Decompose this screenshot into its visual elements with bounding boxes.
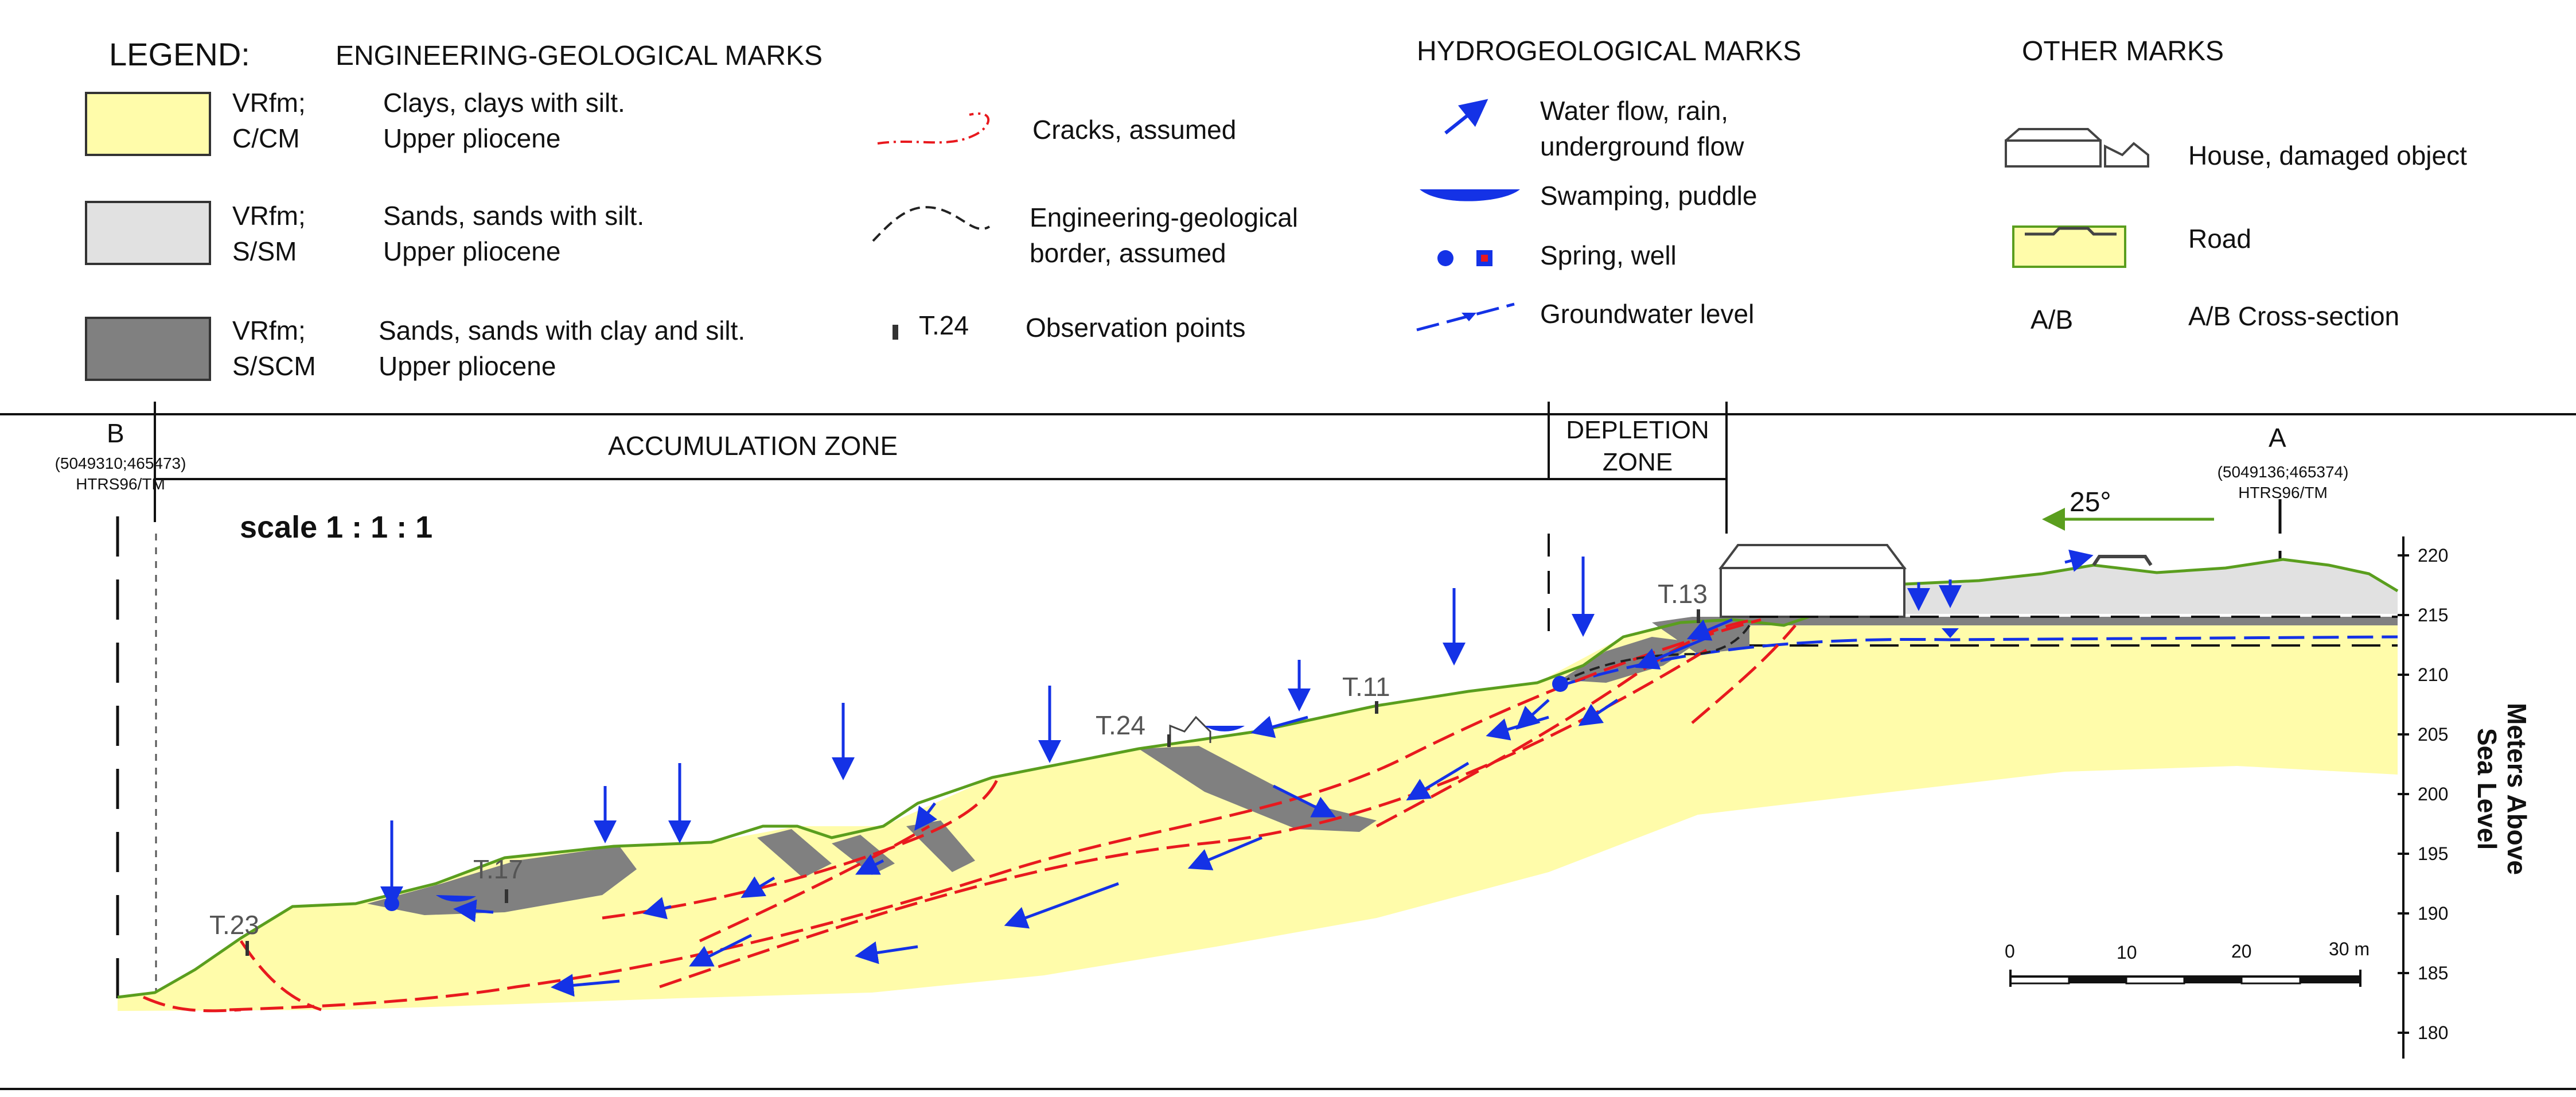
elev-tick-210: 210: [2418, 664, 2449, 685]
elev-tick-180: 180: [2418, 1022, 2449, 1043]
spring-marker-1: [384, 896, 399, 911]
section-a-coords: (5049136;465374)HTRS96/TM: [2217, 463, 2349, 501]
point-label-t24: T.24: [1096, 710, 1145, 740]
swatch-sand-silt: [85, 201, 211, 265]
swatch-clay: [85, 92, 211, 156]
legend-border-symbol: [872, 206, 991, 242]
house-top: [1718, 544, 1907, 618]
legend-crack-symbol: [877, 112, 990, 145]
legend-title: LEGEND:: [109, 36, 250, 72]
scale-label: scale 1 : 1 : 1: [240, 510, 433, 544]
obs-symbol-label: T.24: [919, 310, 969, 340]
swatch-sand-clay-silt: [85, 317, 211, 381]
road-top: [2092, 555, 2153, 566]
cracks-label: Cracks, assumed: [1032, 115, 1237, 145]
ground-surface: [117, 558, 2399, 999]
other-heading: OTHER MARKS: [2022, 36, 2224, 67]
legend-road-symbol: [2012, 225, 2126, 268]
elev-tick-200: 200: [2418, 784, 2449, 804]
dark-sand-lens-1: [367, 846, 637, 915]
unit-code-sand-silt: VRfm;S/SM: [232, 201, 306, 266]
sand-silt-layer: [1904, 559, 2398, 614]
unit-desc-clay: Clays, clays with silt.Upper pliocene: [383, 88, 625, 153]
house-label: House, damaged object: [2188, 141, 2467, 170]
point-label-t23: T.23: [209, 910, 259, 940]
elev-tick-215: 215: [2418, 605, 2449, 625]
section-label: A/B Cross-section: [2188, 301, 2400, 331]
elev-tick-190: 190: [2418, 903, 2449, 924]
scale-bar-label-30: 30 m: [2329, 939, 2370, 959]
point-label-t17: T.17: [473, 854, 523, 884]
legend-observation-symbol: [893, 325, 898, 340]
slope-angle: 25°: [2070, 487, 2111, 518]
eng-geo-border: [1560, 624, 1751, 684]
elev-tick-195: 195: [2418, 843, 2449, 864]
spring-label: Spring, well: [1540, 240, 1677, 270]
hydro-heading: HYDROGEOLOGICAL MARKS: [1417, 36, 1802, 67]
clay-layer: [118, 620, 2398, 1011]
legend-swamping-symbol: [1420, 189, 1520, 201]
legend-spring-symbol: [1437, 250, 1453, 266]
swamping-label: Swamping, puddle: [1540, 181, 1757, 211]
section-b-coords: (5049310;465473)HTRS96/TM: [54, 454, 186, 493]
elev-tick-185: 185: [2418, 963, 2449, 983]
unit-desc-sand-clay-silt: Sands, sands with clay and silt.Upper pl…: [379, 316, 746, 381]
scale-bar-label-10: 10: [2117, 942, 2137, 963]
legend-water-flow-symbol: [1444, 99, 1488, 135]
damaged-object: [1169, 715, 1211, 743]
unit-desc-sand-silt: Sands, sands with silt.Upper pliocene: [383, 201, 645, 266]
point-label-t13: T.13: [1658, 579, 1708, 609]
scale-bar: [2009, 970, 2361, 987]
legend-house-symbol: [2005, 128, 2149, 168]
scale-bar-label-20: 20: [2231, 941, 2252, 962]
section-symbol: A/B: [2031, 305, 2074, 334]
scale-bar-label-0: 0: [2005, 941, 2015, 962]
section-b-label: B: [107, 418, 124, 448]
unit-code-sand-clay-silt: VRfm;S/SCM: [232, 316, 316, 381]
spring-marker-2: [1552, 676, 1568, 692]
elevation-axis: [2398, 536, 2409, 1059]
groundwater-label: Groundwater level: [1540, 299, 1755, 329]
accumulation-zone-label: ACCUMULATION ZONE: [608, 431, 898, 461]
eng-geo-heading: ENGINEERING-GEOLOGICAL MARKS: [336, 41, 823, 71]
water-flow-arrows: [380, 549, 2094, 997]
point-label-t11: T.11: [1342, 672, 1390, 702]
road-label: Road: [2188, 224, 2251, 254]
water-flow-label: Water flow, rain,underground flow: [1540, 96, 1744, 161]
elev-tick-220: 220: [2418, 545, 2449, 566]
elev-tick-205: 205: [2418, 724, 2449, 745]
cracks: [142, 618, 1796, 1013]
section-a-label: A: [2269, 423, 2286, 453]
obs-label: Observation points: [1026, 313, 1246, 343]
unit-code-clay: VRfm;C/CM: [232, 88, 306, 153]
